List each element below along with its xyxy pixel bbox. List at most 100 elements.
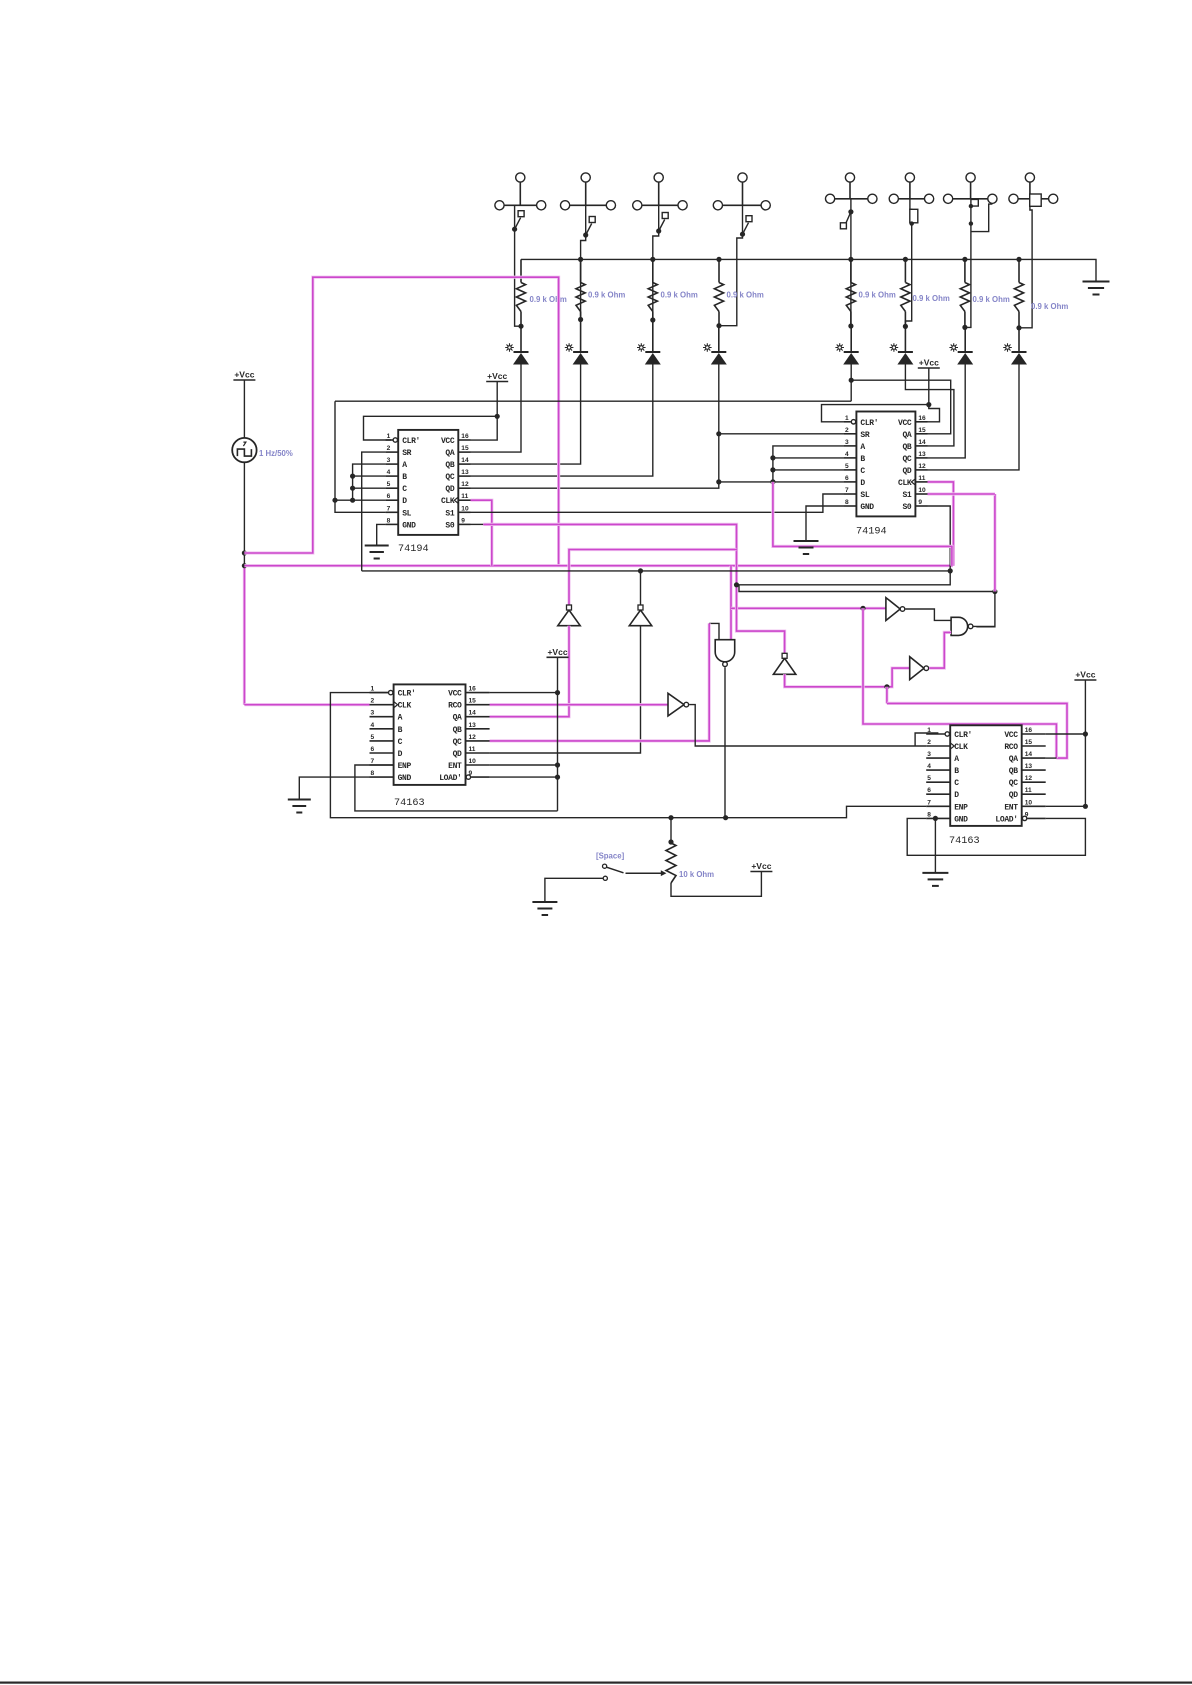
svg-text:16: 16 xyxy=(918,415,926,422)
svg-text:13: 13 xyxy=(918,451,926,458)
svg-text:2: 2 xyxy=(845,427,849,434)
svg-text:QC: QC xyxy=(453,738,462,747)
svg-text:SL: SL xyxy=(402,509,411,518)
svg-text:10: 10 xyxy=(1025,799,1033,806)
svg-text:10: 10 xyxy=(918,487,926,494)
svg-text:9: 9 xyxy=(469,770,473,777)
svg-text:B: B xyxy=(402,473,407,482)
svg-text:3: 3 xyxy=(927,751,931,758)
svg-text:4: 4 xyxy=(845,451,849,458)
svg-text:7: 7 xyxy=(371,758,375,765)
svg-text:GND: GND xyxy=(860,503,874,512)
svg-text:LOAD': LOAD' xyxy=(995,815,1017,824)
svg-text:QC: QC xyxy=(902,455,911,464)
svg-text:2: 2 xyxy=(927,739,931,746)
svg-text:QD: QD xyxy=(453,750,462,759)
svg-text:5: 5 xyxy=(845,463,849,470)
svg-text:A: A xyxy=(402,461,407,470)
svg-text:12: 12 xyxy=(1025,775,1033,782)
svg-text:14: 14 xyxy=(918,439,926,446)
svg-text:11: 11 xyxy=(469,746,476,753)
svg-text:CLK: CLK xyxy=(954,743,968,752)
svg-text:3: 3 xyxy=(845,439,849,446)
svg-text:QB: QB xyxy=(453,726,462,735)
svg-text:13: 13 xyxy=(469,722,477,729)
svg-text:B: B xyxy=(860,455,865,464)
svg-text:12: 12 xyxy=(461,481,469,488)
svg-text:8: 8 xyxy=(845,499,849,506)
svg-text:14: 14 xyxy=(461,457,469,464)
svg-text:C: C xyxy=(398,738,403,747)
svg-text:RCO: RCO xyxy=(448,702,462,711)
svg-text:+Vcc: +Vcc xyxy=(547,647,567,657)
svg-text:QC: QC xyxy=(1009,779,1018,788)
svg-text:C: C xyxy=(860,467,865,476)
svg-text:16: 16 xyxy=(1025,727,1033,734)
svg-text:8: 8 xyxy=(927,811,931,818)
svg-text:CLR': CLR' xyxy=(402,437,420,446)
svg-text:VCC: VCC xyxy=(1004,731,1018,740)
svg-text:GND: GND xyxy=(954,815,968,824)
svg-text:SR: SR xyxy=(402,449,411,458)
svg-text:D: D xyxy=(402,497,407,506)
svg-text:CLR': CLR' xyxy=(398,690,416,699)
svg-text:2: 2 xyxy=(387,445,391,452)
svg-text:7: 7 xyxy=(927,799,931,806)
svg-text:ENP: ENP xyxy=(954,803,968,812)
svg-text:QB: QB xyxy=(1009,767,1018,776)
svg-text:B: B xyxy=(954,767,959,776)
svg-text:0.9 k Ohm: 0.9 k Ohm xyxy=(727,291,764,300)
svg-text:QA: QA xyxy=(902,431,911,440)
svg-text:1: 1 xyxy=(845,415,849,422)
svg-text:0.9 k Ohm: 0.9 k Ohm xyxy=(913,294,950,303)
svg-text:11: 11 xyxy=(461,493,468,500)
svg-text:A: A xyxy=(860,443,865,452)
svg-text:9: 9 xyxy=(918,499,922,506)
svg-text:3: 3 xyxy=(371,710,375,717)
svg-text:VCC: VCC xyxy=(898,419,912,428)
svg-text:16: 16 xyxy=(469,686,477,693)
svg-text:S0: S0 xyxy=(445,521,454,530)
svg-text:S1: S1 xyxy=(445,509,454,518)
svg-text:GND: GND xyxy=(398,774,412,783)
svg-text:9: 9 xyxy=(461,517,465,524)
svg-text:LOAD': LOAD' xyxy=(439,774,461,783)
svg-text:QD: QD xyxy=(1009,791,1018,800)
svg-text:VCC: VCC xyxy=(441,437,455,446)
svg-text:RCO: RCO xyxy=(1004,743,1018,752)
svg-text:12: 12 xyxy=(469,734,477,741)
svg-text:SL: SL xyxy=(860,491,869,500)
svg-text:6: 6 xyxy=(845,475,849,482)
svg-text:74194: 74194 xyxy=(856,527,887,538)
svg-text:CLR': CLR' xyxy=(954,731,972,740)
svg-text:0.9 k Ohm: 0.9 k Ohm xyxy=(588,291,625,300)
svg-text:B: B xyxy=(398,726,403,735)
svg-text:QD: QD xyxy=(445,485,454,494)
svg-text:10 k Ohm: 10 k Ohm xyxy=(679,870,714,879)
svg-text:74163: 74163 xyxy=(394,798,425,809)
svg-text:+Vcc: +Vcc xyxy=(919,358,939,368)
svg-text:QA: QA xyxy=(453,714,462,723)
svg-text:0.9 k Ohm: 0.9 k Ohm xyxy=(1031,302,1068,311)
svg-text:QD: QD xyxy=(902,467,911,476)
svg-text:8: 8 xyxy=(371,770,375,777)
svg-text:74163: 74163 xyxy=(949,836,980,847)
svg-text:10: 10 xyxy=(469,758,477,765)
svg-text:6: 6 xyxy=(927,787,931,794)
svg-text:15: 15 xyxy=(461,445,469,452)
svg-text:16: 16 xyxy=(461,433,469,440)
svg-text:6: 6 xyxy=(387,493,391,500)
svg-text:4: 4 xyxy=(371,722,375,729)
svg-text:5: 5 xyxy=(927,775,931,782)
svg-text:CLR': CLR' xyxy=(860,419,878,428)
svg-text:QA: QA xyxy=(445,449,454,458)
svg-text:74194: 74194 xyxy=(398,544,429,555)
svg-text:1: 1 xyxy=(371,686,375,693)
svg-text:0.9 k Ohm: 0.9 k Ohm xyxy=(859,291,896,300)
svg-text:15: 15 xyxy=(1025,739,1033,746)
svg-text:13: 13 xyxy=(461,469,469,476)
svg-text:3: 3 xyxy=(387,457,391,464)
svg-text:S0: S0 xyxy=(902,503,911,512)
svg-text:D: D xyxy=(398,750,403,759)
svg-text:8: 8 xyxy=(387,517,391,524)
